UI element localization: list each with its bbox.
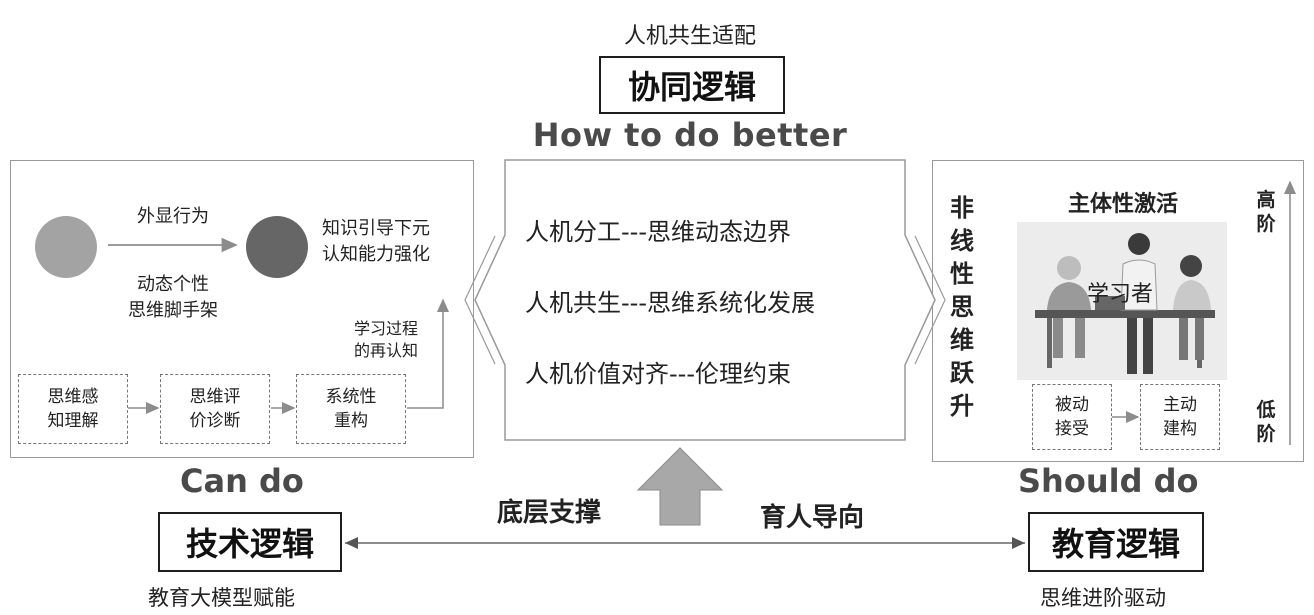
dark-circle [246, 216, 308, 278]
people-at-table-icon [1035, 233, 1215, 374]
recognition-line-1: 学习过程 [353, 319, 418, 338]
step-passive-line-1: 被动 [1055, 395, 1089, 415]
step-perception-line-2: 知理解 [47, 411, 99, 431]
step-perception-line-1: 思维感 [47, 387, 99, 407]
light-circle [35, 216, 97, 278]
support-label: 底层支撑 [497, 498, 602, 528]
step-perception: 思维感知理解 [18, 374, 128, 444]
step-active: 主动建构 [1140, 384, 1220, 450]
step-evaluation-line-2: 价诊断 [189, 411, 241, 431]
support-up-arrow [636, 447, 724, 526]
step-evaluation: 思维评价诊断 [160, 374, 270, 444]
collab-english: How to do better [532, 116, 848, 154]
step-reconstruction-line-2: 重构 [334, 411, 368, 431]
explicit-behavior-label: 外显行为 [137, 206, 209, 227]
thinking-scaffold-text: 思维脚手架 [128, 300, 218, 321]
edu-logic-caption: 思维进阶驱动 [1040, 586, 1166, 610]
collab-logic-box: 协同逻辑 [599, 56, 785, 114]
tech-logic-title: 技术逻辑 [185, 525, 314, 563]
orientation-label: 育人导向 [760, 503, 865, 533]
recognition-label: 学习过程 的再认知 [336, 318, 436, 362]
dynamic-scaffold-label: 动态个性 思维脚手架 [100, 272, 246, 324]
step-reconstruction: 系统性重构 [296, 374, 406, 444]
subject-activation-heading: 主体性激活 [1067, 192, 1178, 217]
step-active-line-2: 建构 [1163, 419, 1197, 439]
step-passive-line-2: 接受 [1055, 419, 1089, 439]
dynamic-personality-text: 动态个性 [137, 274, 209, 295]
center-item-3: 人机价值对齐---伦理约束 [525, 360, 791, 388]
tech-logic-box: 技术逻辑 [158, 512, 342, 572]
step-reconstruction-line-1: 系统性 [325, 387, 377, 407]
metacognition-label: 知识引导下元 认知能力强化 [322, 216, 430, 268]
collab-logic-title: 协同逻辑 [627, 68, 756, 106]
center-item-2: 人机共生---思维系统化发展 [525, 289, 815, 317]
collab-subtitle: 人机共生适配 [623, 24, 756, 49]
learner-illustration [1017, 222, 1227, 380]
step-passive: 被动接受 [1032, 384, 1112, 450]
step-evaluation-line-1: 思维评 [189, 387, 241, 407]
nonlinear-leap-vertical: 非线性思维跃升 [950, 194, 974, 420]
metacognition-line-2: 认知能力强化 [322, 244, 430, 265]
left-up-arrow [407, 298, 449, 409]
scale-low: 低阶 [1256, 399, 1276, 445]
center-panel-shape [474, 159, 936, 441]
can-do-label: Can do [180, 462, 304, 500]
edu-logic-title: 教育逻辑 [1051, 525, 1180, 563]
center-item-1: 人机分工---思维动态边界 [525, 218, 791, 246]
recognition-line-2: 的再认知 [353, 341, 418, 360]
scale-high: 高阶 [1256, 189, 1276, 235]
learner-label: 学习者 [1086, 282, 1153, 307]
should-do-label: Should do [1018, 462, 1199, 500]
tech-logic-caption: 教育大模型赋能 [148, 586, 295, 610]
edu-logic-box: 教育逻辑 [1028, 512, 1204, 572]
metacognition-line-1: 知识引导下元 [322, 218, 430, 239]
step-active-line-1: 主动 [1163, 395, 1197, 415]
